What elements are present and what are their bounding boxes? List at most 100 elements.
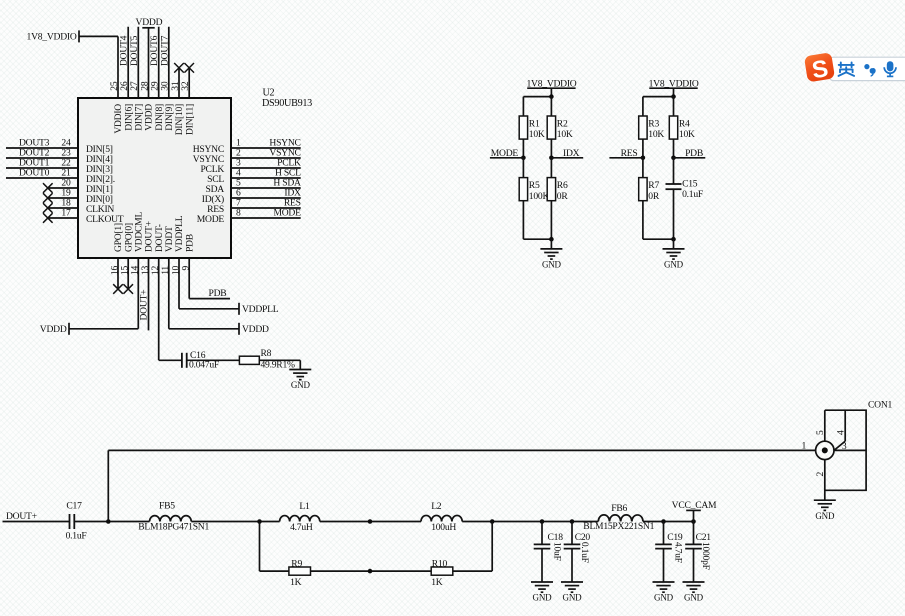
component-value: 1K (431, 577, 443, 588)
pin-number: 3 (236, 158, 241, 169)
power-port-label: 1V8_VDDIO (27, 32, 77, 43)
net-label: HSYNC (269, 138, 300, 149)
power-port-label: VDDD (136, 17, 163, 28)
gnd-label: GND (533, 593, 553, 603)
punctuation-icon (864, 64, 870, 70)
component-refdes: CON1 (868, 399, 893, 410)
junction-dot (367, 519, 373, 524)
component-refdes: C15 (682, 178, 698, 189)
net-label: IDX (563, 148, 580, 159)
component-value: BLM18PG471SN1 (138, 521, 209, 532)
pin-number: 16 (109, 266, 120, 276)
pin-number: 23 (61, 148, 71, 159)
net-label: DOUT+ (6, 511, 37, 522)
pin-name: DIN[7] (134, 104, 145, 131)
power-port-label: VCC_CAM (672, 500, 717, 511)
pin-number: 28 (139, 81, 150, 91)
net-label: DOUT0 (19, 168, 50, 179)
component-refdes: C17 (66, 501, 82, 512)
comma-icon (869, 68, 876, 77)
no-connect-x (183, 62, 195, 74)
net-label: DOUT3 (19, 138, 50, 149)
inductor-humps (278, 514, 321, 522)
pin-name: SCL (207, 174, 224, 185)
no-connect-x (122, 283, 134, 295)
ime-voice-button[interactable] (883, 61, 897, 78)
pin-number: 32 (180, 81, 191, 91)
component-refdes: C21 (696, 532, 712, 543)
no-connect-x (42, 202, 54, 214)
component-refdes: R2 (557, 119, 568, 130)
pin-name: VDDD (144, 104, 155, 131)
pin-name: VDDCML (134, 212, 145, 252)
resistor-body (518, 176, 529, 202)
pin-name: DIN[4] (86, 154, 113, 165)
pin-number: 27 (129, 81, 140, 91)
pin-number: 2 (236, 148, 241, 159)
connector-pin-number: 1 (801, 441, 806, 452)
pin-number: 5 (236, 178, 241, 189)
pin-number: 21 (61, 168, 71, 179)
component-value: 4.7uF (673, 542, 684, 563)
junction-dot (671, 94, 676, 99)
no-connect-x (42, 182, 54, 194)
gnd-label: GND (291, 380, 311, 390)
component-value: 1000pF (700, 542, 711, 570)
net-label: MODE (491, 148, 519, 159)
power-rail-label: 1V8_VDDIO (527, 79, 577, 90)
component-refdes: R4 (679, 119, 690, 130)
component-refdes: R9 (291, 558, 302, 569)
net-label: RES (621, 148, 638, 159)
net-label: DOUT1 (19, 158, 50, 169)
resistor-body (637, 176, 648, 202)
ime-punctuation-button[interactable] (864, 64, 876, 77)
resistor-body (637, 115, 648, 140)
junction-dot (821, 447, 828, 454)
pin-name: PDB (184, 234, 195, 252)
component-value: 10K (648, 129, 664, 140)
pin-number: 29 (150, 81, 161, 91)
net-label: VSYNC (269, 148, 300, 159)
component-refdes: C16 (190, 350, 206, 361)
gnd-label: GND (684, 593, 704, 603)
gnd-label: GND (542, 260, 562, 270)
net-label: PCLK (277, 158, 301, 169)
pin-name: GPO[1] (113, 223, 124, 252)
pin-name: HSYNC (193, 144, 224, 155)
component-refdes: FB6 (611, 503, 627, 514)
component-value: 0.1uF (682, 189, 703, 200)
net-label: DOUT4 (119, 35, 130, 66)
resistor-body (546, 176, 557, 202)
pin-number: 20 (61, 178, 71, 189)
ime-lang-mode-button[interactable] (837, 61, 856, 77)
ic-refdes: U2 (263, 88, 275, 99)
pin-name: DOUT+ (144, 221, 155, 252)
component-value: 10K (529, 129, 545, 140)
component-value: 10uF (551, 542, 562, 561)
component-value: 4.7uH (290, 522, 313, 533)
microphone-icon (883, 61, 897, 78)
component-refdes: R1 (529, 119, 540, 130)
pin-name: DIN[2]. (86, 174, 115, 185)
component-refdes: FB5 (159, 501, 175, 512)
net-label: PDB (209, 288, 227, 299)
ime-logo-button[interactable]: S (804, 52, 836, 85)
pin-number: 17 (61, 208, 71, 219)
pin-number: 13 (140, 266, 151, 276)
pin-number: 30 (160, 81, 171, 91)
pin-name: ID(X) (202, 194, 224, 205)
lang-icon-stroke (839, 68, 854, 74)
pin-number: 18 (61, 198, 71, 209)
junction-dot (367, 568, 373, 574)
pin-number: 19 (61, 188, 71, 199)
sogou-logo-icon (804, 53, 835, 82)
pin-name: CLKOUT (86, 214, 124, 225)
component-value: 10K (557, 129, 573, 140)
pin-name: DOUT- (154, 224, 165, 252)
pin-number: 4 (236, 168, 241, 179)
component-refdes: R10 (432, 558, 448, 569)
connector-pin-number: 3 (842, 441, 847, 452)
no-connect-x (173, 62, 185, 74)
pin-number: 24 (61, 138, 71, 149)
pin-name: DIN[1] (86, 184, 113, 195)
